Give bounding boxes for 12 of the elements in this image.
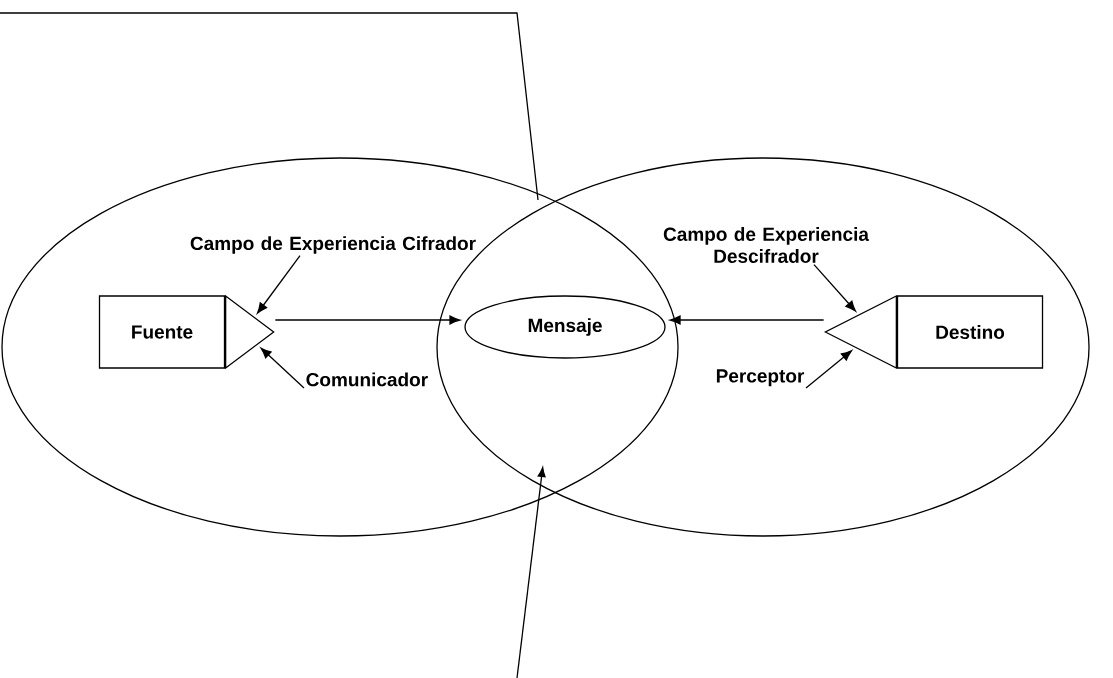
arrow	[256, 254, 301, 314]
arrow	[274, 315, 461, 325]
arrow	[805, 350, 853, 389]
label-text: Comunicador	[306, 372, 428, 387]
process-box: Destino	[896, 295, 1044, 369]
arrow	[669, 315, 825, 325]
label-text: Perceptor	[716, 369, 805, 387]
arrow	[813, 264, 857, 312]
label-text: Campo de Experiencia Cifrador	[190, 236, 476, 254]
label-text: Campo de Experiencia Descifrador	[663, 227, 870, 263]
process-box: Fuente	[98, 295, 226, 369]
arrow	[260, 347, 305, 389]
